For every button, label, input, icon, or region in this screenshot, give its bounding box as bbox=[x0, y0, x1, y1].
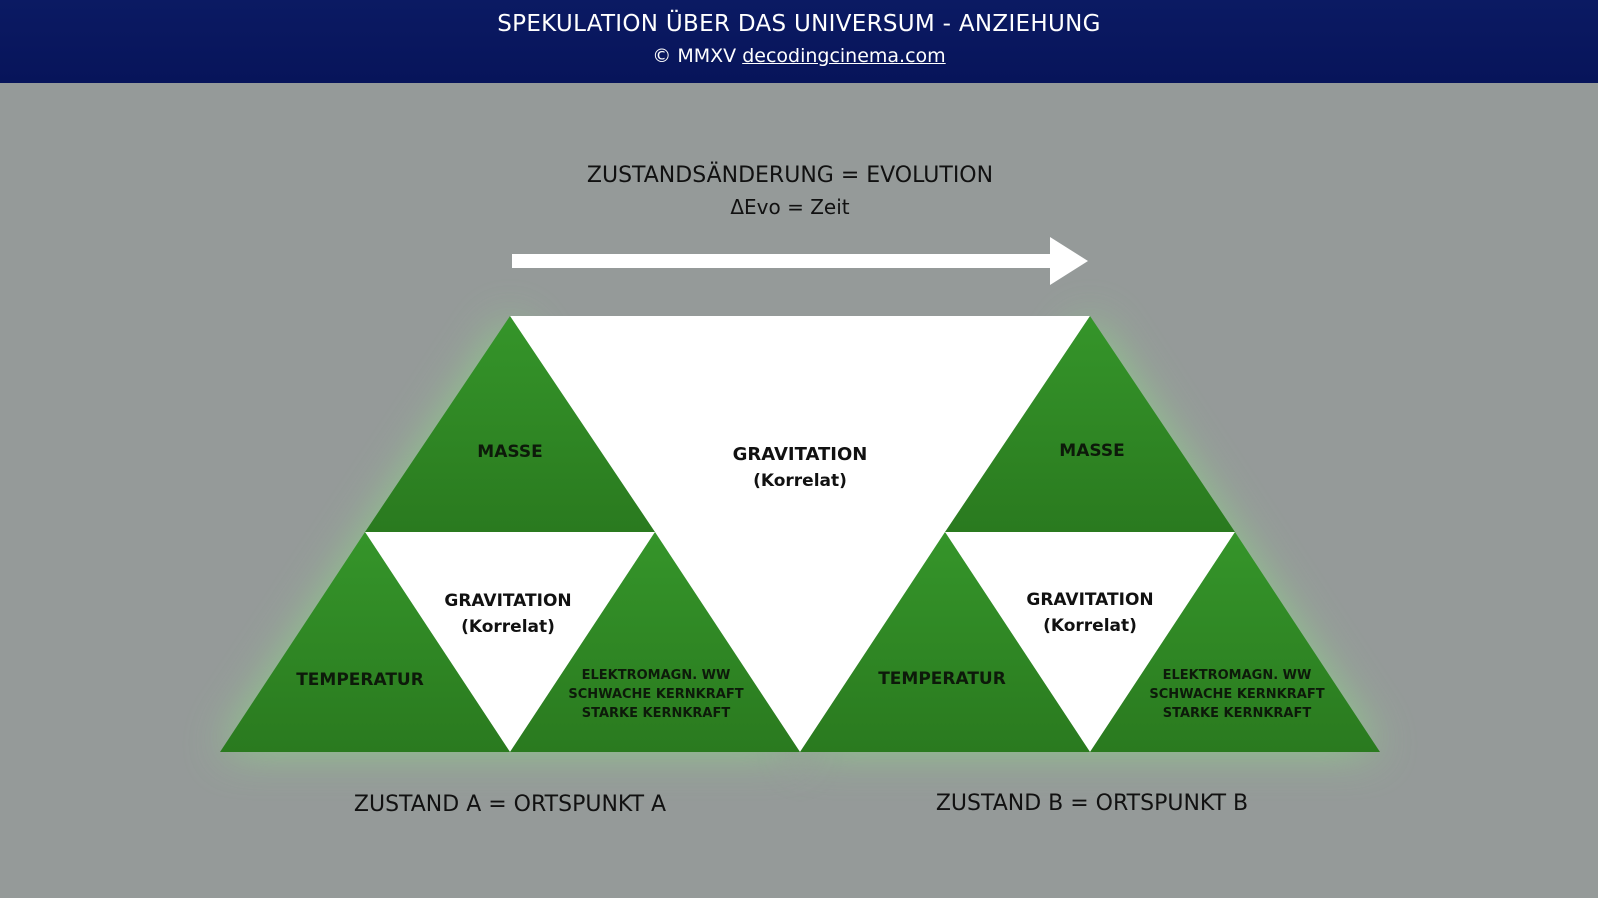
state-b-caption: ZUSTAND B = ORTSPUNKT B bbox=[936, 791, 1248, 816]
state-a-gravitation-label: GRAVITATION bbox=[444, 591, 571, 611]
state-a-temperatur-triangle bbox=[220, 532, 510, 752]
state-a-korrelat-label: (Korrelat) bbox=[461, 617, 555, 637]
state-a-kraefte-triangle bbox=[510, 532, 800, 752]
center-gravitation-triangle bbox=[510, 316, 1090, 752]
header-subtitle: © MMXV decodingcinema.com bbox=[0, 45, 1598, 67]
header-banner: SPEKULATION ÜBER DAS UNIVERSUM - ANZIEHU… bbox=[0, 0, 1598, 83]
state-b-korrelat-label: (Korrelat) bbox=[1043, 616, 1137, 636]
state-a-gravitation-triangle bbox=[365, 532, 655, 752]
state-b-elektromagn-label: ELEKTROMAGN. WW bbox=[1163, 668, 1312, 683]
state-b-masse-triangle bbox=[945, 316, 1235, 532]
state-a-masse-triangle bbox=[365, 316, 655, 532]
state-b-kraefte-triangle bbox=[1090, 532, 1380, 752]
state-a-starke-label: STARKE KERNKRAFT bbox=[582, 706, 731, 721]
center-korrelat-label: (Korrelat) bbox=[753, 471, 847, 491]
evolution-label: ZUSTANDSÄNDERUNG = EVOLUTION bbox=[587, 162, 993, 188]
state-a-masse-label: MASSE bbox=[477, 442, 542, 462]
copyright-text: © MMXV bbox=[652, 45, 737, 67]
state-b-temperatur-triangle bbox=[800, 532, 1090, 752]
time-label: ΔEvo = Zeit bbox=[730, 195, 849, 219]
state-a-caption: ZUSTAND A = ORTSPUNKT A bbox=[354, 792, 666, 817]
state-a-temperatur-label: TEMPERATUR bbox=[296, 670, 424, 690]
state-b-masse-label: MASSE bbox=[1059, 441, 1124, 461]
header-title: SPEKULATION ÜBER DAS UNIVERSUM - ANZIEHU… bbox=[497, 11, 1101, 37]
state-b-starke-label: STARKE KERNKRAFT bbox=[1163, 706, 1312, 721]
state-b-temperatur-label: TEMPERATUR bbox=[878, 669, 1006, 689]
center-gravitation-label: GRAVITATION bbox=[733, 444, 868, 465]
state-b-gravitation-label: GRAVITATION bbox=[1026, 590, 1153, 610]
evolution-arrow bbox=[512, 237, 1088, 285]
state-b-schwache-label: SCHWACHE KERNKRAFT bbox=[1149, 687, 1324, 702]
state-b-gravitation-triangle bbox=[945, 532, 1235, 752]
state-a-elektromagn-label: ELEKTROMAGN. WW bbox=[582, 668, 731, 683]
website-link[interactable]: decodingcinema.com bbox=[742, 45, 946, 67]
state-a-schwache-label: SCHWACHE KERNKRAFT bbox=[568, 687, 743, 702]
